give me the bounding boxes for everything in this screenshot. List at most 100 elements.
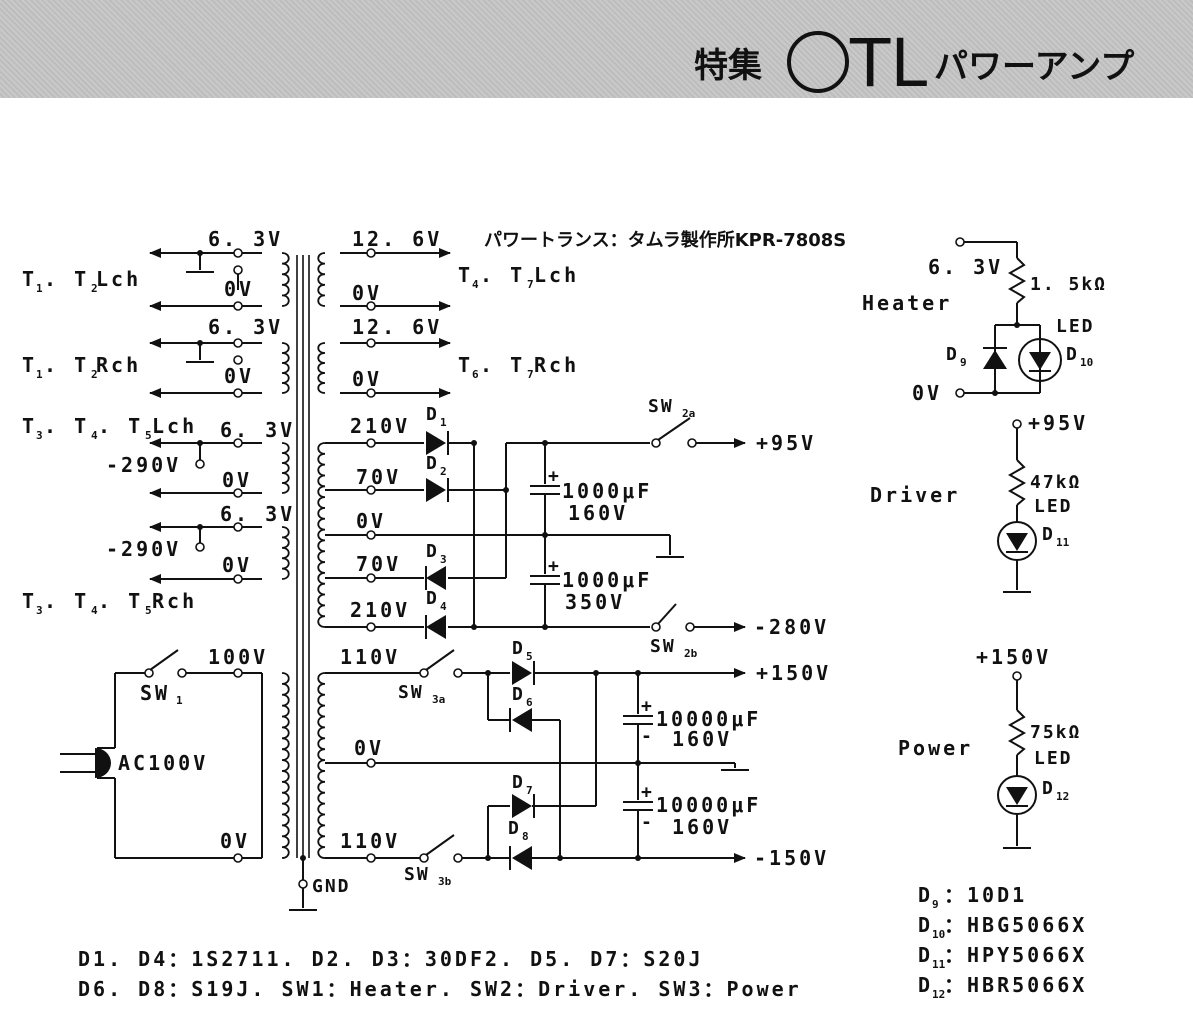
label-driver-p95: +95V <box>1028 411 1088 435</box>
gnd-terminal <box>289 855 317 911</box>
svg-text:5: 5 <box>526 650 533 663</box>
label-sw1: SW 1 <box>140 681 183 707</box>
svg-text:SW: SW <box>648 396 674 417</box>
label-70v-2: 70V <box>356 552 401 576</box>
svg-text:SW: SW <box>650 636 676 657</box>
svg-text:T: T <box>458 353 473 377</box>
svg-text:. T: . T <box>480 353 525 377</box>
svg-text:3: 3 <box>36 604 43 617</box>
label-cap4-value: 10000μF <box>656 793 761 817</box>
cap-plus-4: + <box>641 782 654 803</box>
driver-indicator <box>997 419 1037 593</box>
label-minus150v: -150V <box>754 846 829 870</box>
label-cap4-rating: 160V <box>672 815 732 839</box>
label-0v-c1: 0V <box>352 281 382 305</box>
label-m290-2: -290V <box>106 537 181 561</box>
label-t47-lch: T 4 . T 7 Lch <box>458 263 576 291</box>
coil-loop <box>281 442 290 494</box>
label-cap2-rating: 350V <box>565 590 625 614</box>
label-110v-1: 110V <box>340 645 400 669</box>
coil-loop <box>281 252 290 307</box>
label-cap2-value: 1000μF <box>562 568 652 592</box>
svg-text:6: 6 <box>472 368 479 381</box>
cap-plus-2: + <box>548 556 561 577</box>
parts-item-d10: D10：HBG5066X <box>918 913 1087 941</box>
svg-text:：HBG5066X: ：HBG5066X <box>944 913 1087 937</box>
parts-item-d12: D12：HBR5066X <box>918 973 1084 1001</box>
svg-text:Rch: Rch <box>534 353 579 377</box>
label-power-p150: +150V <box>976 645 1051 669</box>
svg-text:1: 1 <box>36 368 43 381</box>
label-heater-0v: 0V <box>912 381 942 405</box>
heater-indicator <box>955 237 1062 398</box>
header-o-circle <box>787 31 849 93</box>
svg-text:9: 9 <box>960 356 967 369</box>
label-t67-rch: T 6 . T 7 Rch <box>458 353 579 381</box>
parts-item-d11: D11：HPY5066X <box>918 943 1084 971</box>
heater-winding-lch <box>149 248 262 311</box>
cap-plus-1: + <box>548 466 561 487</box>
label-210v-1: 210V <box>350 414 410 438</box>
label-70v-1: 70V <box>356 465 401 489</box>
svg-text:D: D <box>426 404 439 425</box>
cap-minus-3: - <box>641 726 654 747</box>
winding-126v-rch <box>340 338 451 398</box>
label-led-heater: LED <box>1056 316 1095 337</box>
label-ac100v: AC100V <box>118 751 208 775</box>
svg-text:7: 7 <box>527 368 534 381</box>
label-0v-pm: 0V <box>354 736 384 760</box>
svg-text:5: 5 <box>145 429 152 442</box>
label-210v-2: 210V <box>350 598 410 622</box>
label-plus95v: +95V <box>756 431 816 455</box>
svg-text:D: D <box>918 883 933 907</box>
svg-text:. T: . T <box>480 263 525 287</box>
svg-text:. T: . T <box>98 589 143 613</box>
label-r15k: 1. 5kΩ <box>1030 274 1107 295</box>
svg-text:2b: 2b <box>684 647 698 660</box>
svg-text:D: D <box>426 453 439 474</box>
label-0v-4: 0V <box>222 553 252 577</box>
svg-text:D: D <box>512 684 525 705</box>
label-m290-1: -290V <box>106 453 181 477</box>
svg-text:7: 7 <box>526 784 533 797</box>
cap-minus-4: - <box>641 812 654 833</box>
label-t345-lch: T 3 . T 4 . T 5 Lch <box>22 414 194 442</box>
svg-text:3: 3 <box>36 429 43 442</box>
svg-text:1: 1 <box>36 282 43 295</box>
svg-text:10: 10 <box>1080 356 1093 369</box>
svg-text:. T: . T <box>44 267 89 291</box>
header-band <box>0 0 1193 98</box>
label-t12-rch: T 1 . T 2 Rch <box>22 353 138 381</box>
svg-text:12: 12 <box>932 988 945 1001</box>
label-led-power: LED <box>1034 748 1073 769</box>
svg-text:SW: SW <box>140 681 170 705</box>
label-sw2b: SW 2b <box>650 636 698 660</box>
header-tokushu: 特集 <box>694 46 762 86</box>
svg-text:6: 6 <box>526 696 533 709</box>
svg-text:11: 11 <box>1056 536 1070 549</box>
label-63v-4: 6. 3V <box>220 502 295 526</box>
power-indicator <box>997 671 1037 849</box>
header-otl: TL <box>849 25 927 102</box>
svg-text:8: 8 <box>522 830 529 843</box>
winding-126v-lch <box>340 248 451 311</box>
svg-text:4: 4 <box>440 600 447 613</box>
heater-winding-t345-lch <box>149 438 262 498</box>
svg-text:2: 2 <box>91 282 98 295</box>
label-driver: Driver <box>870 483 960 507</box>
label-0v-3: 0V <box>222 468 252 492</box>
label-0v-primary: 0V <box>220 829 250 853</box>
label-minus280v: -280V <box>754 615 829 639</box>
svg-text:1: 1 <box>176 694 183 707</box>
svg-text:：10D1: ：10D1 <box>944 883 1027 907</box>
svg-text:D: D <box>918 943 933 967</box>
coil-loop <box>317 252 326 307</box>
